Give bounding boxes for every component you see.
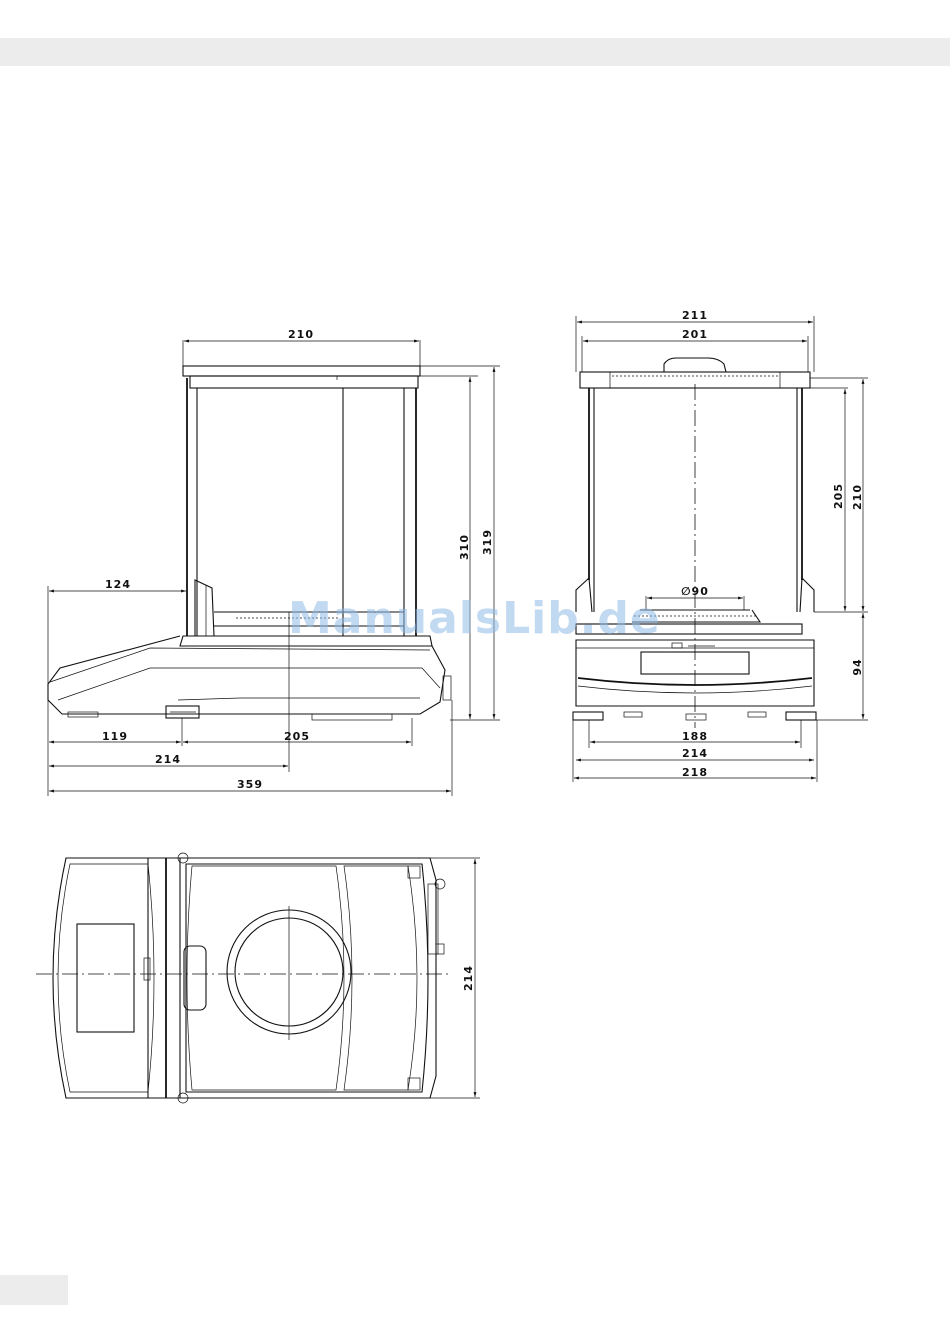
dim-front-base-width: 214: [682, 747, 708, 760]
dim-front-pan-diameter: ∅90: [681, 585, 709, 598]
dim-side-total-depth: 359: [237, 778, 263, 791]
dim-side-foot-offset: 119: [102, 730, 128, 743]
watermark: ManualsLib.de: [288, 593, 661, 644]
dim-side-pan-center: 214: [155, 753, 181, 766]
dim-front-inner-width: 201: [682, 328, 708, 341]
side-view: 210 310 319 124 119 205 214 359: [48, 328, 500, 796]
dim-front-total-width: 218: [682, 766, 708, 779]
dim-side-height-front: 310: [458, 534, 471, 560]
dim-front-base-height: 94: [851, 658, 864, 675]
dim-front-outer-width: 211: [682, 309, 708, 322]
dim-side-pan-offset: 124: [105, 578, 131, 591]
dim-top-depth: 214: [462, 965, 475, 991]
front-view: 211 201 205 210 ∅90 94 188 214 218: [573, 309, 868, 782]
dim-side-top-width: 210: [288, 328, 314, 341]
dim-front-chamber-height-total: 210: [851, 484, 864, 510]
dim-front-foot-width: 188: [682, 730, 708, 743]
dim-front-chamber-height: 205: [832, 483, 845, 509]
top-view: 214: [36, 853, 480, 1103]
dim-side-foot-span: 205: [284, 730, 310, 743]
dim-side-height-total: 319: [481, 529, 494, 555]
page-tab: [0, 1275, 68, 1305]
